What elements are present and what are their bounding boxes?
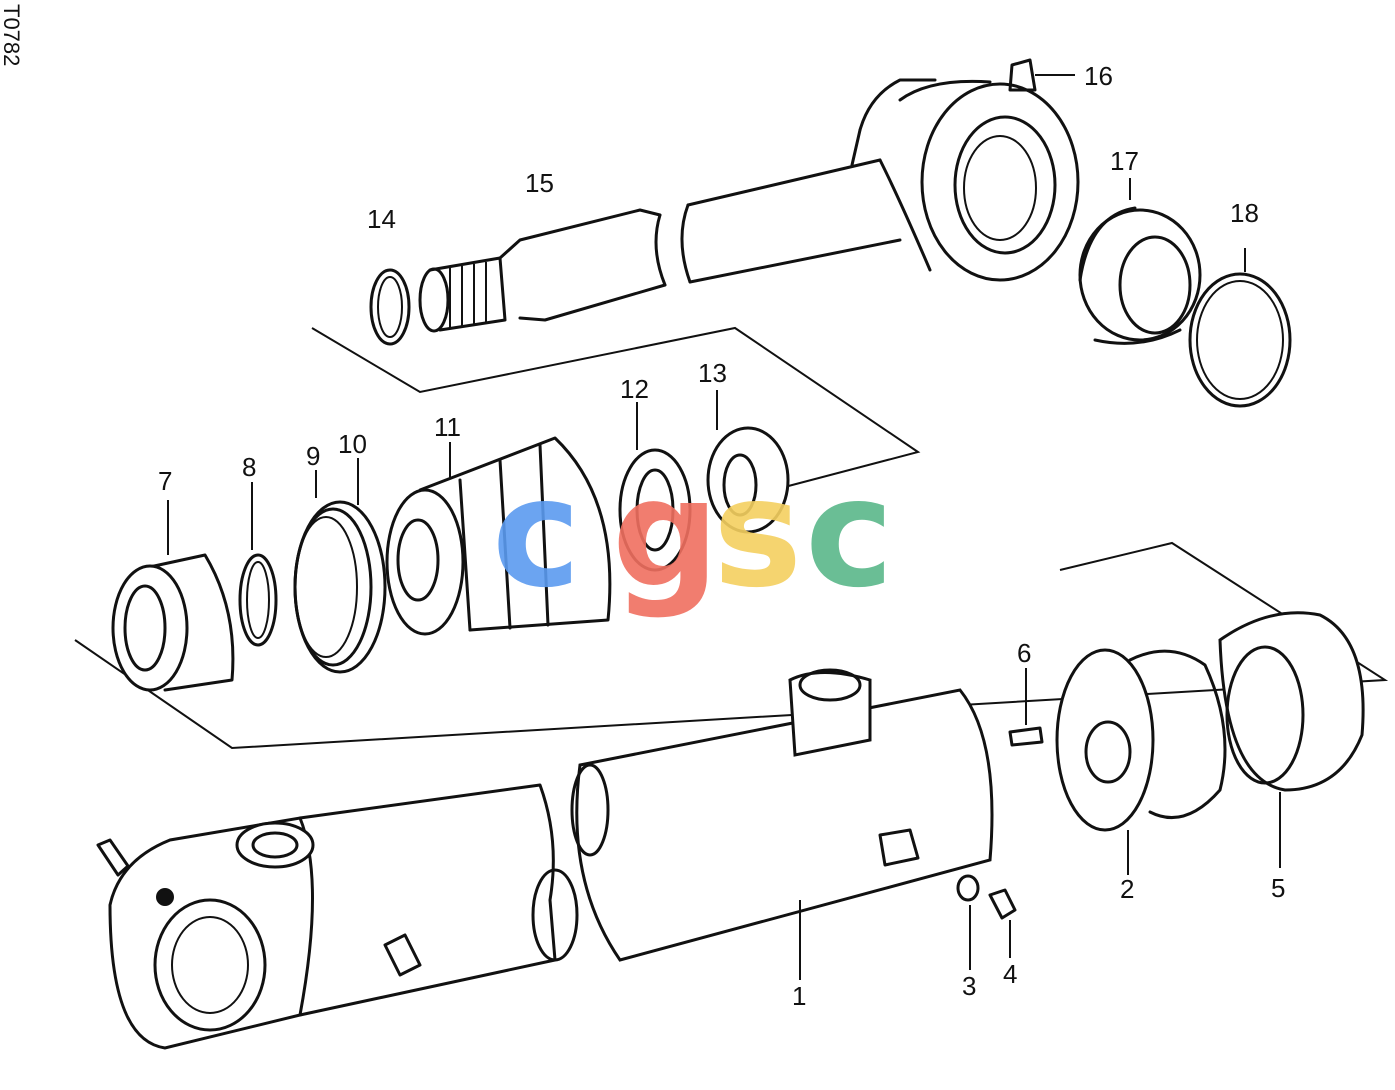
rod-assembly-outline <box>311 326 921 501</box>
part-label-15: 15 <box>525 168 554 198</box>
watermark-letter-1: c <box>492 447 581 621</box>
bearing-snap-ring-drawing <box>1188 248 1292 408</box>
part-label-1: 1 <box>792 981 806 1011</box>
end-cover-drawing <box>1218 611 1365 868</box>
part-label-3: 3 <box>962 971 976 1001</box>
cylinder-barrel-drawing <box>570 668 994 980</box>
part-label-12: 12 <box>620 374 649 404</box>
part-label-5: 5 <box>1271 873 1285 903</box>
watermark: c g s c <box>492 447 894 621</box>
part-label-11: 11 <box>434 412 461 442</box>
guide-bushing-drawing <box>111 500 235 692</box>
part-label-8: 8 <box>242 452 256 482</box>
part-label-13: 13 <box>698 358 727 388</box>
piston-seals-drawing <box>293 458 387 674</box>
valve-parts-drawing <box>956 874 1017 970</box>
piston-drawing <box>385 436 612 636</box>
part-label-7: 7 <box>158 466 172 496</box>
watermark-letter-4: c <box>805 447 894 621</box>
part-label-17: 17 <box>1110 146 1139 176</box>
part-label-9: 9 <box>306 441 320 471</box>
part-labels: 1 2 3 4 5 6 7 8 9 10 11 12 13 14 15 16 1… <box>158 61 1285 1011</box>
rod-eye-bearing-drawing <box>1078 178 1202 345</box>
piston-seal-ring-drawing <box>706 390 790 534</box>
part-label-18: 18 <box>1230 198 1259 228</box>
piston-assembly-outline <box>74 541 1389 750</box>
part-label-2: 2 <box>1120 874 1134 904</box>
part-label-16: 16 <box>1084 61 1113 91</box>
watermark-letter-2: g <box>612 447 719 621</box>
drawing-code: T0782 <box>0 4 24 66</box>
watermark-letter-3: s <box>713 447 802 621</box>
part-label-6: 6 <box>1017 638 1031 668</box>
guide-head-drawing <box>1055 648 1227 875</box>
piston-rod-drawing <box>418 158 902 333</box>
part-label-14: 14 <box>367 204 396 234</box>
rod-o-ring-drawing <box>369 268 411 346</box>
part-label-4: 4 <box>1003 959 1017 989</box>
pin-drawing <box>1008 668 1044 747</box>
piston-o-ring-drawing <box>238 482 278 647</box>
piston-wear-ring-drawing <box>618 402 692 572</box>
rod-grease-fitting-drawing <box>1008 58 1075 92</box>
cylinder-base-drawing <box>96 783 579 1050</box>
part-label-10: 10 <box>338 429 367 459</box>
rod-eye-drawing <box>850 78 1080 282</box>
